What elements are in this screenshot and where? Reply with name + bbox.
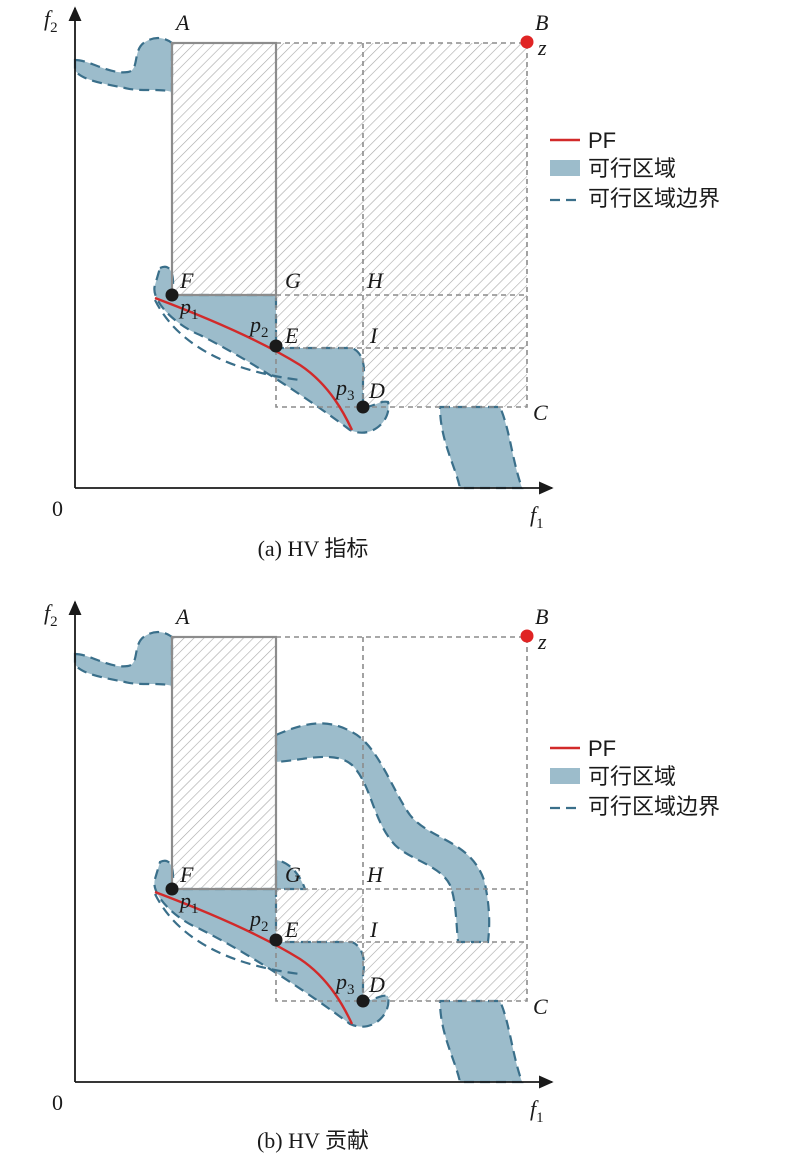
x-axis-label: f1	[530, 502, 544, 532]
label-p2: p2	[248, 312, 269, 341]
label-a: A	[174, 10, 190, 35]
box-afg	[170, 635, 278, 891]
origin-label: 0	[52, 1090, 63, 1115]
legend-b: PF 可行区域 可行区域边界	[550, 736, 720, 819]
box-abc	[275, 636, 528, 1002]
caption-a: (a) HV 指标	[258, 536, 369, 561]
label-c: C	[533, 400, 548, 425]
legend-a: PF 可行区域 可行区域边界	[550, 128, 720, 211]
reference-point-z	[520, 629, 534, 643]
boundary-lower-curve	[154, 299, 301, 382]
hatch-region-f	[172, 43, 276, 295]
legend-feasible-label: 可行区域	[588, 156, 676, 181]
legend-pf-label: PF	[588, 128, 616, 153]
panel-a: f2 f1 0 A B z C D E F G H I p1 p2 p3 PF …	[44, 6, 720, 561]
label-c: C	[533, 994, 548, 1019]
hatch-region-d	[363, 43, 527, 407]
legend-boundary-label: 可行区域边界	[588, 794, 720, 819]
label-p2: p2	[248, 906, 269, 935]
point-e	[269, 933, 283, 947]
x-axis-label: f1	[530, 1096, 544, 1126]
label-p1: p1	[178, 294, 199, 323]
label-z: z	[537, 629, 547, 654]
legend-boundary-label: 可行区域边界	[588, 186, 720, 211]
y-axis-label: f2	[44, 600, 58, 630]
hatch-region-d	[363, 942, 527, 1001]
hatch-region-e	[276, 43, 363, 348]
label-z: z	[537, 35, 547, 60]
label-b: B	[535, 604, 548, 629]
legend-pf-label: PF	[588, 736, 616, 761]
y-axis-label: f2	[44, 6, 58, 36]
label-h: H	[366, 268, 384, 293]
point-f	[165, 288, 179, 302]
label-i: I	[369, 323, 379, 348]
point-e	[269, 339, 283, 353]
hatch-region-e	[276, 889, 363, 942]
label-i: I	[369, 917, 379, 942]
box-abc	[275, 42, 528, 408]
label-p1: p1	[178, 888, 199, 917]
point-d	[356, 400, 370, 414]
legend-feasible-swatch	[550, 768, 580, 784]
label-a: A	[174, 604, 190, 629]
panel-b: f2 f1 0 A B z C D E F G H I p1 p2 p3 PF …	[44, 600, 720, 1153]
pareto-front-curve	[154, 890, 354, 1025]
label-f: F	[179, 862, 194, 887]
feasible-region-snake	[274, 722, 491, 944]
label-p3: p3	[334, 375, 355, 404]
label-g: G	[285, 268, 301, 293]
label-e: E	[284, 323, 299, 348]
label-p3: p3	[334, 969, 355, 998]
feasible-region-right	[438, 999, 524, 1084]
hatch-region-f	[172, 637, 276, 889]
legend-feasible-label: 可行区域	[588, 764, 676, 789]
box-afg	[170, 41, 278, 297]
pareto-front-curve	[154, 296, 354, 431]
label-e: E	[284, 917, 299, 942]
point-f	[165, 882, 179, 896]
legend-feasible-swatch	[550, 160, 580, 176]
label-h: H	[366, 862, 384, 887]
boundary-lower-curve	[154, 893, 301, 976]
label-d: D	[368, 972, 385, 997]
point-d	[356, 994, 370, 1008]
caption-b: (b) HV 贡献	[257, 1128, 369, 1153]
feasible-region-top	[73, 630, 174, 688]
label-g: G	[285, 862, 301, 887]
feasible-region-right	[438, 405, 524, 490]
label-b: B	[535, 10, 548, 35]
feasible-region-top	[73, 36, 174, 94]
label-f: F	[179, 268, 194, 293]
reference-point-z	[520, 35, 534, 49]
label-d: D	[368, 378, 385, 403]
origin-label: 0	[52, 496, 63, 521]
